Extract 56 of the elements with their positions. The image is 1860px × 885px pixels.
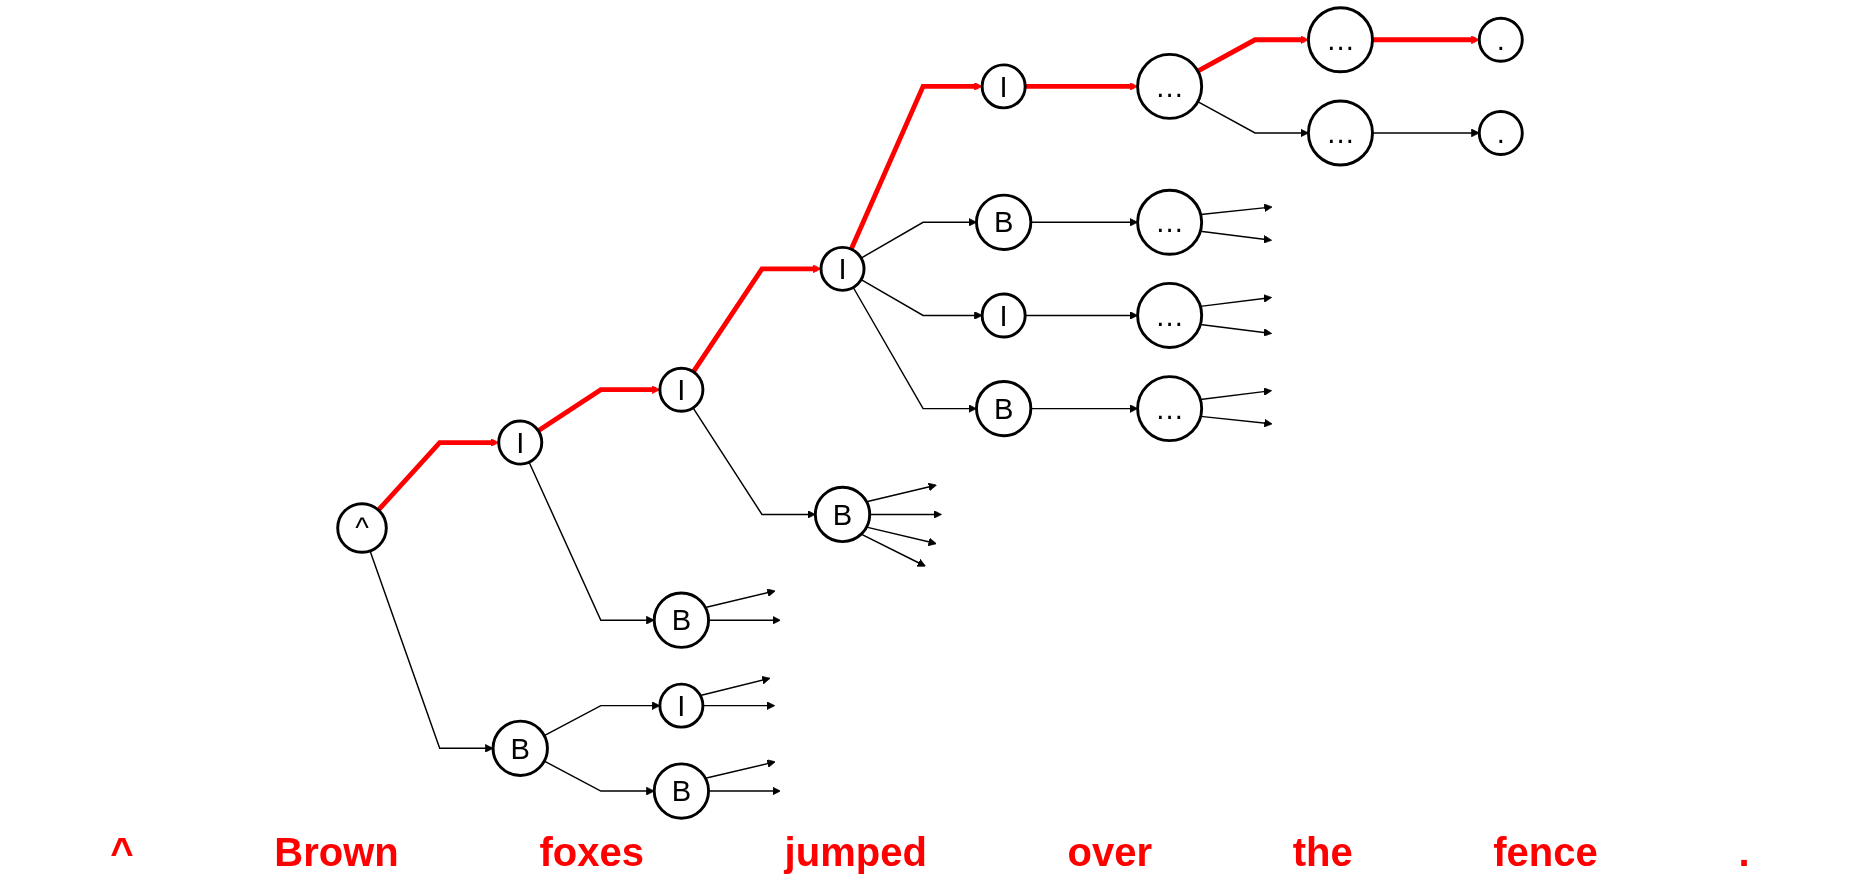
state-circle: . bbox=[1477, 110, 1524, 156]
arrow bbox=[1024, 311, 1138, 320]
arrow bbox=[692, 407, 816, 519]
arrow bbox=[704, 588, 776, 609]
state-circle: B bbox=[652, 762, 711, 820]
state-circle: B bbox=[491, 719, 549, 777]
state-circle: B bbox=[813, 485, 872, 544]
arrow bbox=[543, 760, 655, 796]
state-circle: I bbox=[658, 682, 705, 729]
arrow bbox=[704, 759, 776, 780]
word-label: . bbox=[1738, 830, 1750, 875]
arrow bbox=[1200, 415, 1273, 428]
word-label: foxes bbox=[539, 830, 644, 875]
word-label: over bbox=[1067, 830, 1152, 875]
state-circle: … bbox=[1136, 281, 1204, 349]
arrow bbox=[1200, 203, 1273, 216]
arrow bbox=[536, 385, 661, 433]
state-circle: . bbox=[1477, 16, 1524, 63]
arrow bbox=[1030, 218, 1138, 227]
word-label: jumped bbox=[784, 830, 927, 875]
arrow bbox=[1025, 82, 1138, 91]
arrow bbox=[1030, 404, 1138, 413]
arrow bbox=[852, 286, 977, 413]
state-circle: … bbox=[1306, 99, 1374, 167]
state-circle: I bbox=[980, 292, 1027, 339]
state-circle: I bbox=[497, 419, 544, 466]
arrow bbox=[860, 218, 977, 259]
word-label: Brown bbox=[274, 830, 399, 875]
arrow bbox=[849, 82, 983, 251]
arrow bbox=[528, 461, 655, 625]
arrow bbox=[369, 550, 494, 753]
arrow bbox=[1197, 101, 1309, 138]
state-circle: … bbox=[1136, 52, 1204, 120]
state-circle: … bbox=[1136, 375, 1204, 443]
state-circle: B bbox=[975, 380, 1033, 438]
word-label: the bbox=[1292, 830, 1353, 875]
word-label: fence bbox=[1493, 830, 1598, 875]
arrow bbox=[702, 701, 776, 710]
state-circle: … bbox=[1306, 6, 1374, 74]
state-circle: B bbox=[652, 591, 711, 649]
arrow bbox=[860, 533, 926, 567]
arrow bbox=[691, 264, 822, 374]
word-label: ^ bbox=[110, 830, 134, 875]
arrow bbox=[1196, 35, 1309, 74]
state-circle: ^ bbox=[336, 502, 388, 554]
state-circle: I bbox=[980, 63, 1027, 110]
state-circle: I bbox=[819, 245, 866, 292]
arrow bbox=[869, 510, 942, 519]
arrow bbox=[543, 701, 661, 737]
arrow bbox=[860, 278, 983, 320]
arrow bbox=[865, 526, 937, 547]
arrow bbox=[1372, 35, 1480, 45]
state-circle: I bbox=[658, 366, 705, 413]
state-circle: B bbox=[975, 193, 1033, 251]
arrow bbox=[865, 482, 937, 503]
state-circle: … bbox=[1136, 188, 1204, 256]
